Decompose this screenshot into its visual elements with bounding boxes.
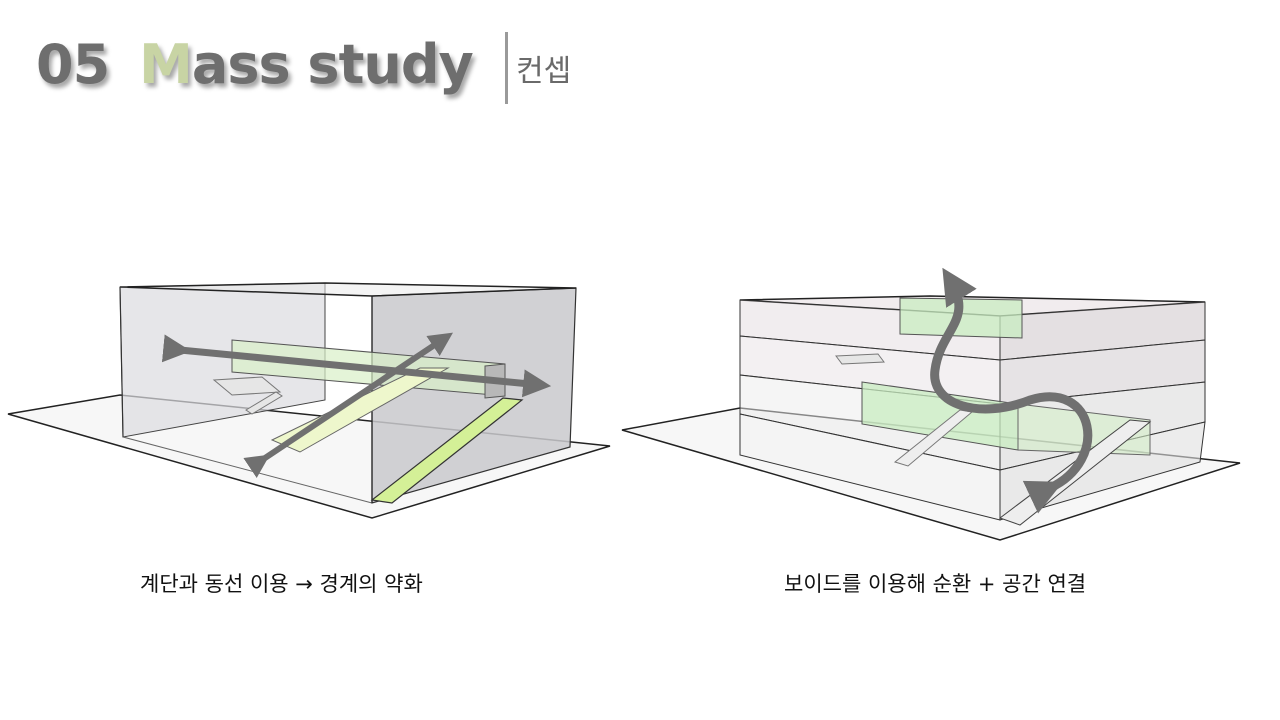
flow-arrow-diagonal — [243, 332, 453, 478]
box-top-edge — [119, 282, 577, 297]
diagram-right — [621, 267, 1241, 541]
title-block: 05 Mass study — [36, 30, 474, 110]
page-subtitle: 컨셉 — [516, 54, 572, 89]
title-divider — [505, 32, 508, 104]
diagram-left — [7, 282, 611, 519]
section-number: 05 — [36, 33, 110, 96]
caption-left: 계단과 동선 이용 → 경계의 약화 — [140, 572, 423, 596]
circulation-arrow — [930, 267, 1093, 514]
box-right-face — [371, 287, 577, 504]
title-text: ass study — [191, 33, 474, 96]
page-title: 05 Mass study — [36, 30, 474, 100]
title-accent-letter: M — [139, 33, 193, 96]
caption-right: 보이드를 이용해 순환 + 공간 연결 — [784, 572, 1087, 596]
